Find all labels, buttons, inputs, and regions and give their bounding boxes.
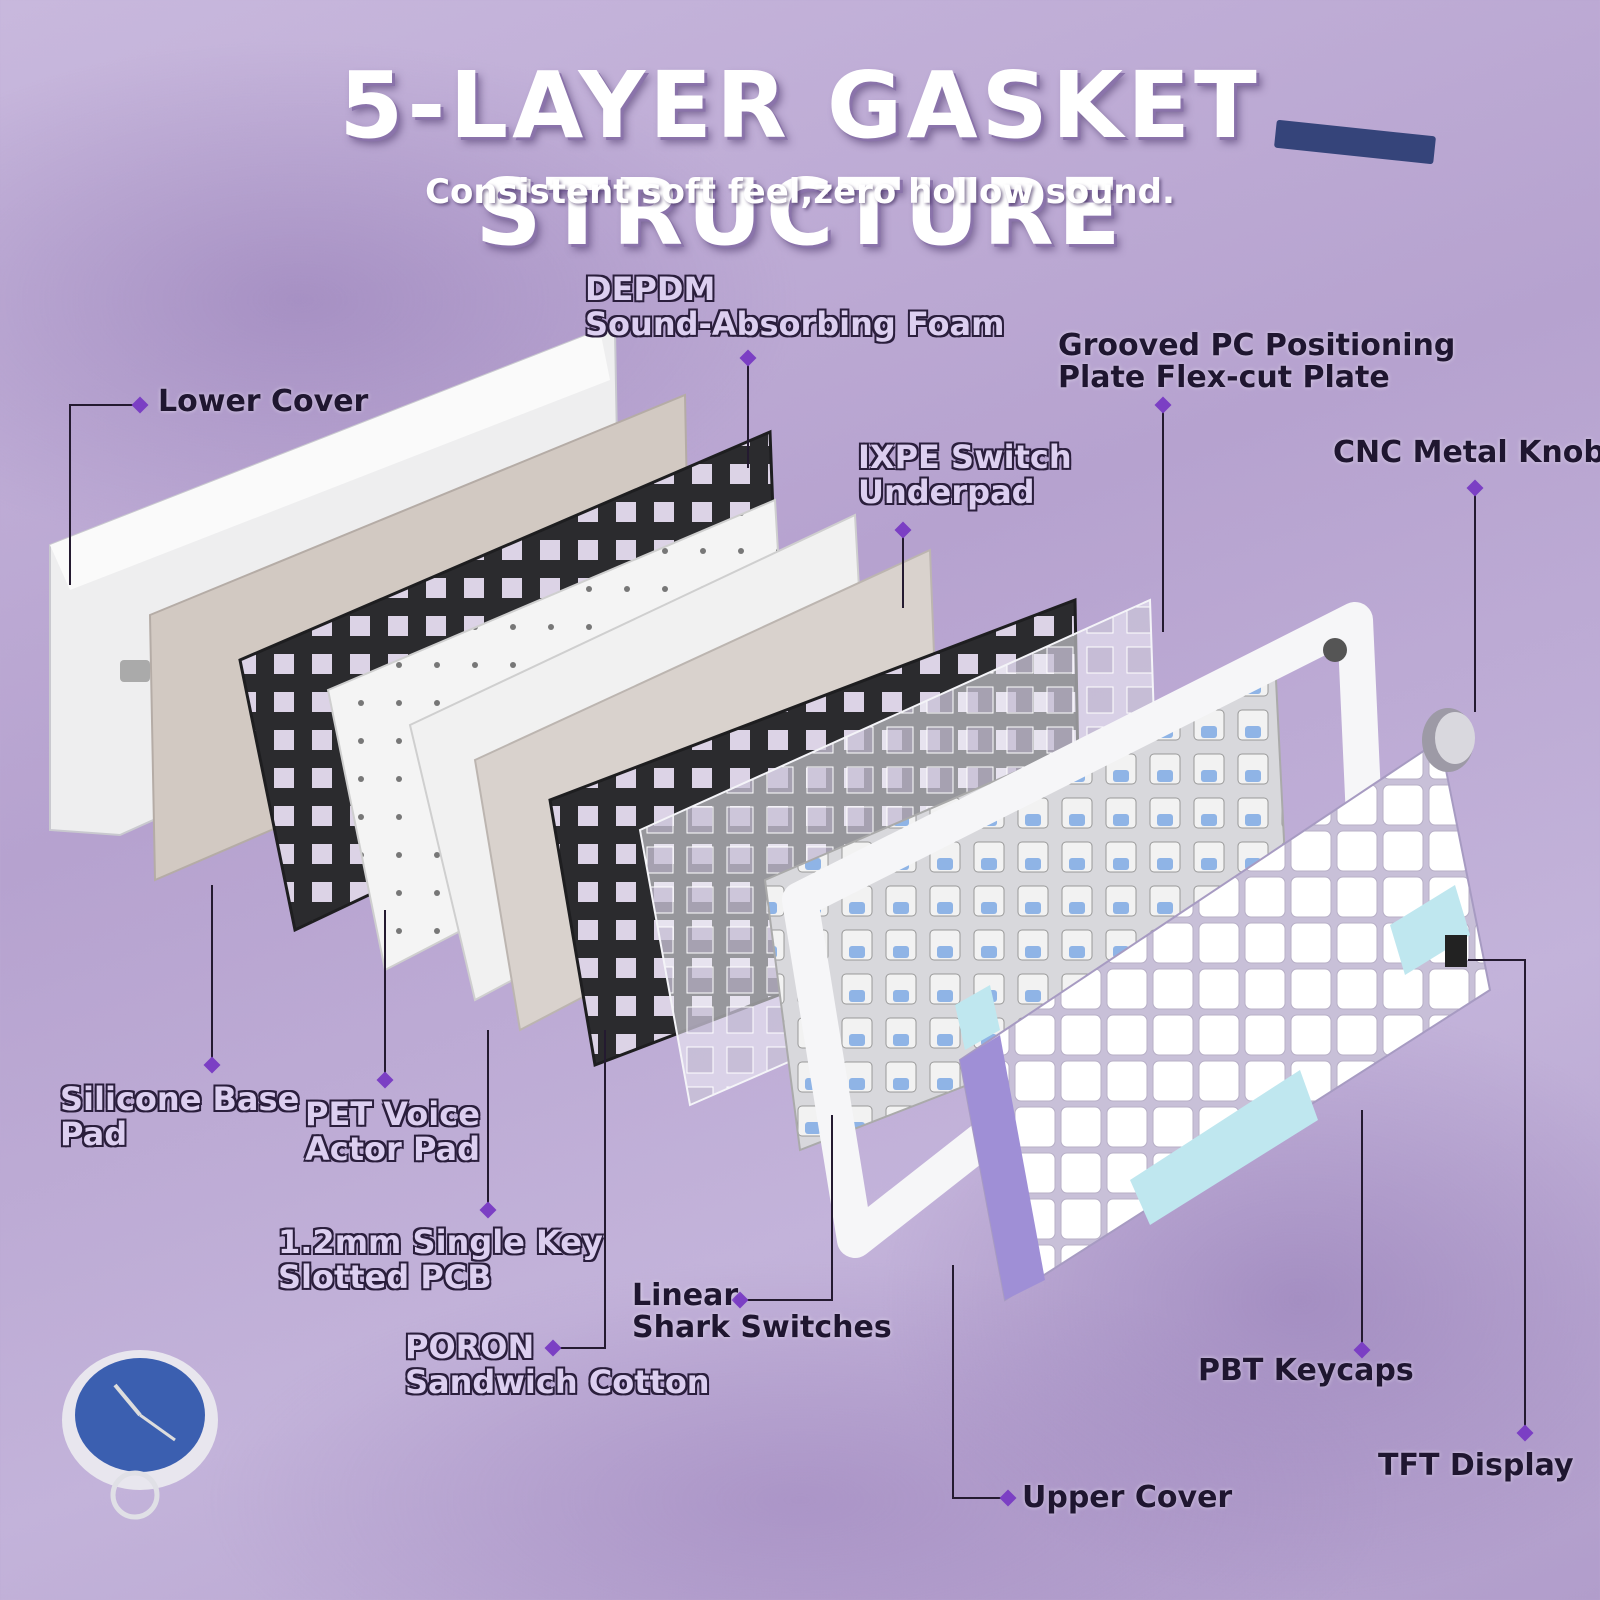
spacebar [1130,1070,1318,1225]
decor-switch-tray [1274,120,1436,164]
page-title: 5-LAYER GASKET STRUCTURE [339,52,1261,266]
label-lower-cover: Lower Cover [158,384,369,419]
cnc-knob [1422,708,1475,772]
usb-port [120,660,150,682]
esc-key [955,985,1000,1050]
label-pbt-keycaps: PBT Keycaps [1198,1353,1414,1388]
tft-screen [1445,935,1467,967]
stopwatch-decoration [62,1350,218,1520]
label-tft-display: TFT Display [1378,1448,1574,1483]
page-subtitle: Consistent soft feel,zero hollow sound. [425,172,1175,212]
leader-lines [69,358,1526,1499]
label-cnc-metal-knob: CNC Metal Knob [1333,435,1600,470]
keycaps-layer [955,738,1492,1302]
label-upper-cover: Upper Cover [1022,1480,1233,1515]
